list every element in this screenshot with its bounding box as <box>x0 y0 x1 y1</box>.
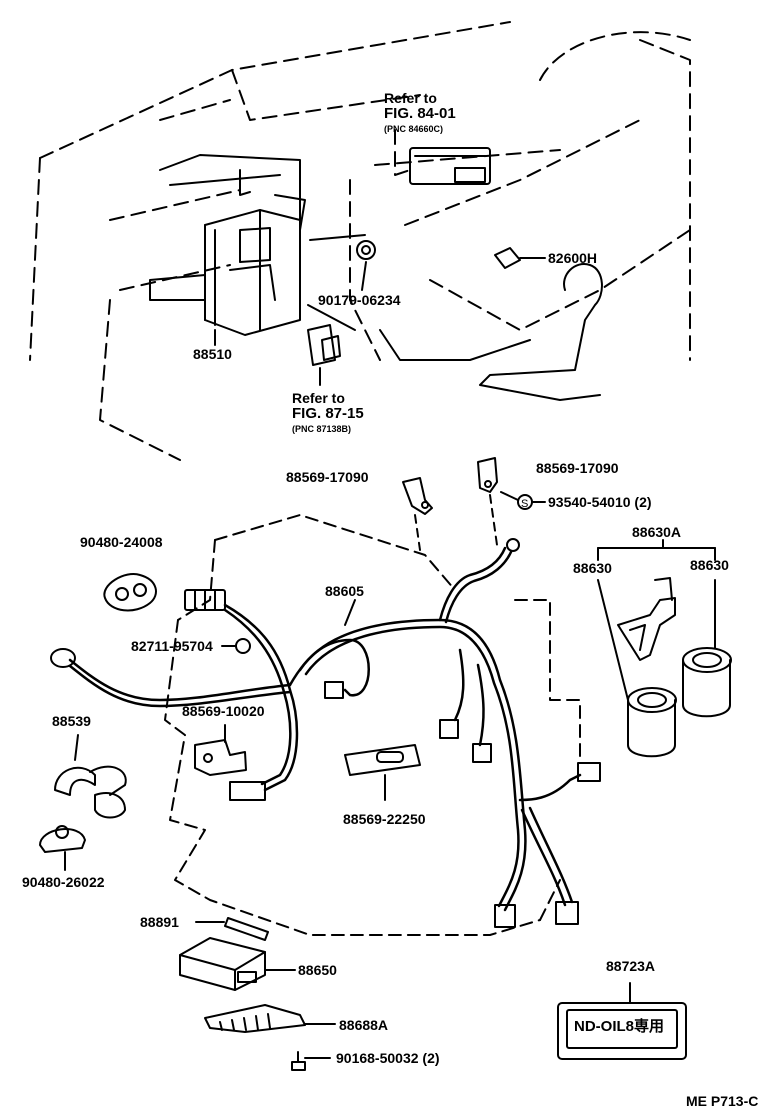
figure-code: ME P713-C <box>686 1093 759 1109</box>
shift-knob <box>479 263 603 401</box>
hose-88539 <box>54 734 127 819</box>
part-label-90480-24008: 90480-24008 <box>80 534 163 550</box>
refer-fig-84-01-line2: FIG. 84-01 <box>384 105 456 122</box>
part-label-90480-26022: 90480-26022 <box>22 874 105 890</box>
module-88650 <box>179 937 296 991</box>
plate-88569-22250 <box>344 744 421 801</box>
part-label-88891: 88891 <box>140 914 179 930</box>
part-label-88539: 88539 <box>52 713 91 729</box>
connector-87138b <box>307 324 341 386</box>
part-label-88569-17090-a: 88569-17090 <box>286 469 369 485</box>
screw-90168 <box>291 1051 331 1071</box>
part-label-88569-10020: 88569-10020 <box>182 703 265 719</box>
bracket-88569-10020 <box>194 724 247 776</box>
refer-fig-84-01-line1: Refer to <box>384 90 437 106</box>
part-label-88605: 88605 <box>325 583 364 599</box>
nut-90179 <box>356 240 376 291</box>
part-label-88630a: 88630A <box>632 524 682 540</box>
cap-90480-26022 <box>39 825 86 871</box>
svg-text:S: S <box>521 498 528 510</box>
clamp-88569-17090-a <box>402 477 433 551</box>
leader-88605 <box>344 599 356 626</box>
wire-harness-88605 <box>68 546 582 912</box>
part-label-88630-left: 88630 <box>573 560 612 576</box>
label-plate-88723a <box>557 982 687 1060</box>
refer-fig-87-15-pnc: (PNC 87138B) <box>292 424 352 434</box>
leader-93540 <box>500 491 519 501</box>
bracket-88630a <box>597 539 716 661</box>
bracket-88688a <box>204 1004 336 1033</box>
dashboard-outline <box>29 21 691 461</box>
console-outline <box>379 329 531 361</box>
solenoid-88630-left <box>597 579 677 758</box>
screw-93540: S <box>517 494 546 510</box>
part-label-88723a: 88723A <box>606 958 656 974</box>
part-label-88510: 88510 <box>193 346 232 362</box>
part-label-88569-17090-b: 88569-17090 <box>536 460 619 476</box>
part-label-82711-95704: 82711-95704 <box>131 638 213 654</box>
grommet-90480-24008 <box>103 573 157 612</box>
part-label-82600h: 82600H <box>548 250 598 266</box>
part-82600h <box>494 247 546 269</box>
strip-88891 <box>195 917 269 941</box>
refer-fig-84-01-pnc: (PNC 84660C) <box>384 124 444 134</box>
ecu-88510 <box>149 154 366 336</box>
part-label-88688a: 88688A <box>339 1017 389 1033</box>
part-label-88650: 88650 <box>298 962 337 978</box>
solenoid-88630-right <box>682 579 732 718</box>
part-label-88630-right: 88630 <box>690 557 729 573</box>
clip-82711 <box>221 638 251 654</box>
part-label-90168-50032: 90168-50032 (2) <box>336 1050 440 1066</box>
part-label-93540-54010: 93540-54010 (2) <box>548 494 652 510</box>
clamp-88569-17090-b <box>477 457 498 546</box>
transmission-outline <box>164 514 581 936</box>
part-label-90179-06234: 90179-06234 <box>318 292 401 308</box>
refer-fig-87-15-line1: Refer to <box>292 390 345 406</box>
label-plate-text: ND-OIL8専用 <box>574 1018 665 1035</box>
refer-fig-87-15-line2: FIG. 87-15 <box>292 405 364 422</box>
part-label-88569-22250: 88569-22250 <box>343 811 426 827</box>
harness-connectors <box>50 538 601 928</box>
relay-84660c <box>409 147 491 185</box>
